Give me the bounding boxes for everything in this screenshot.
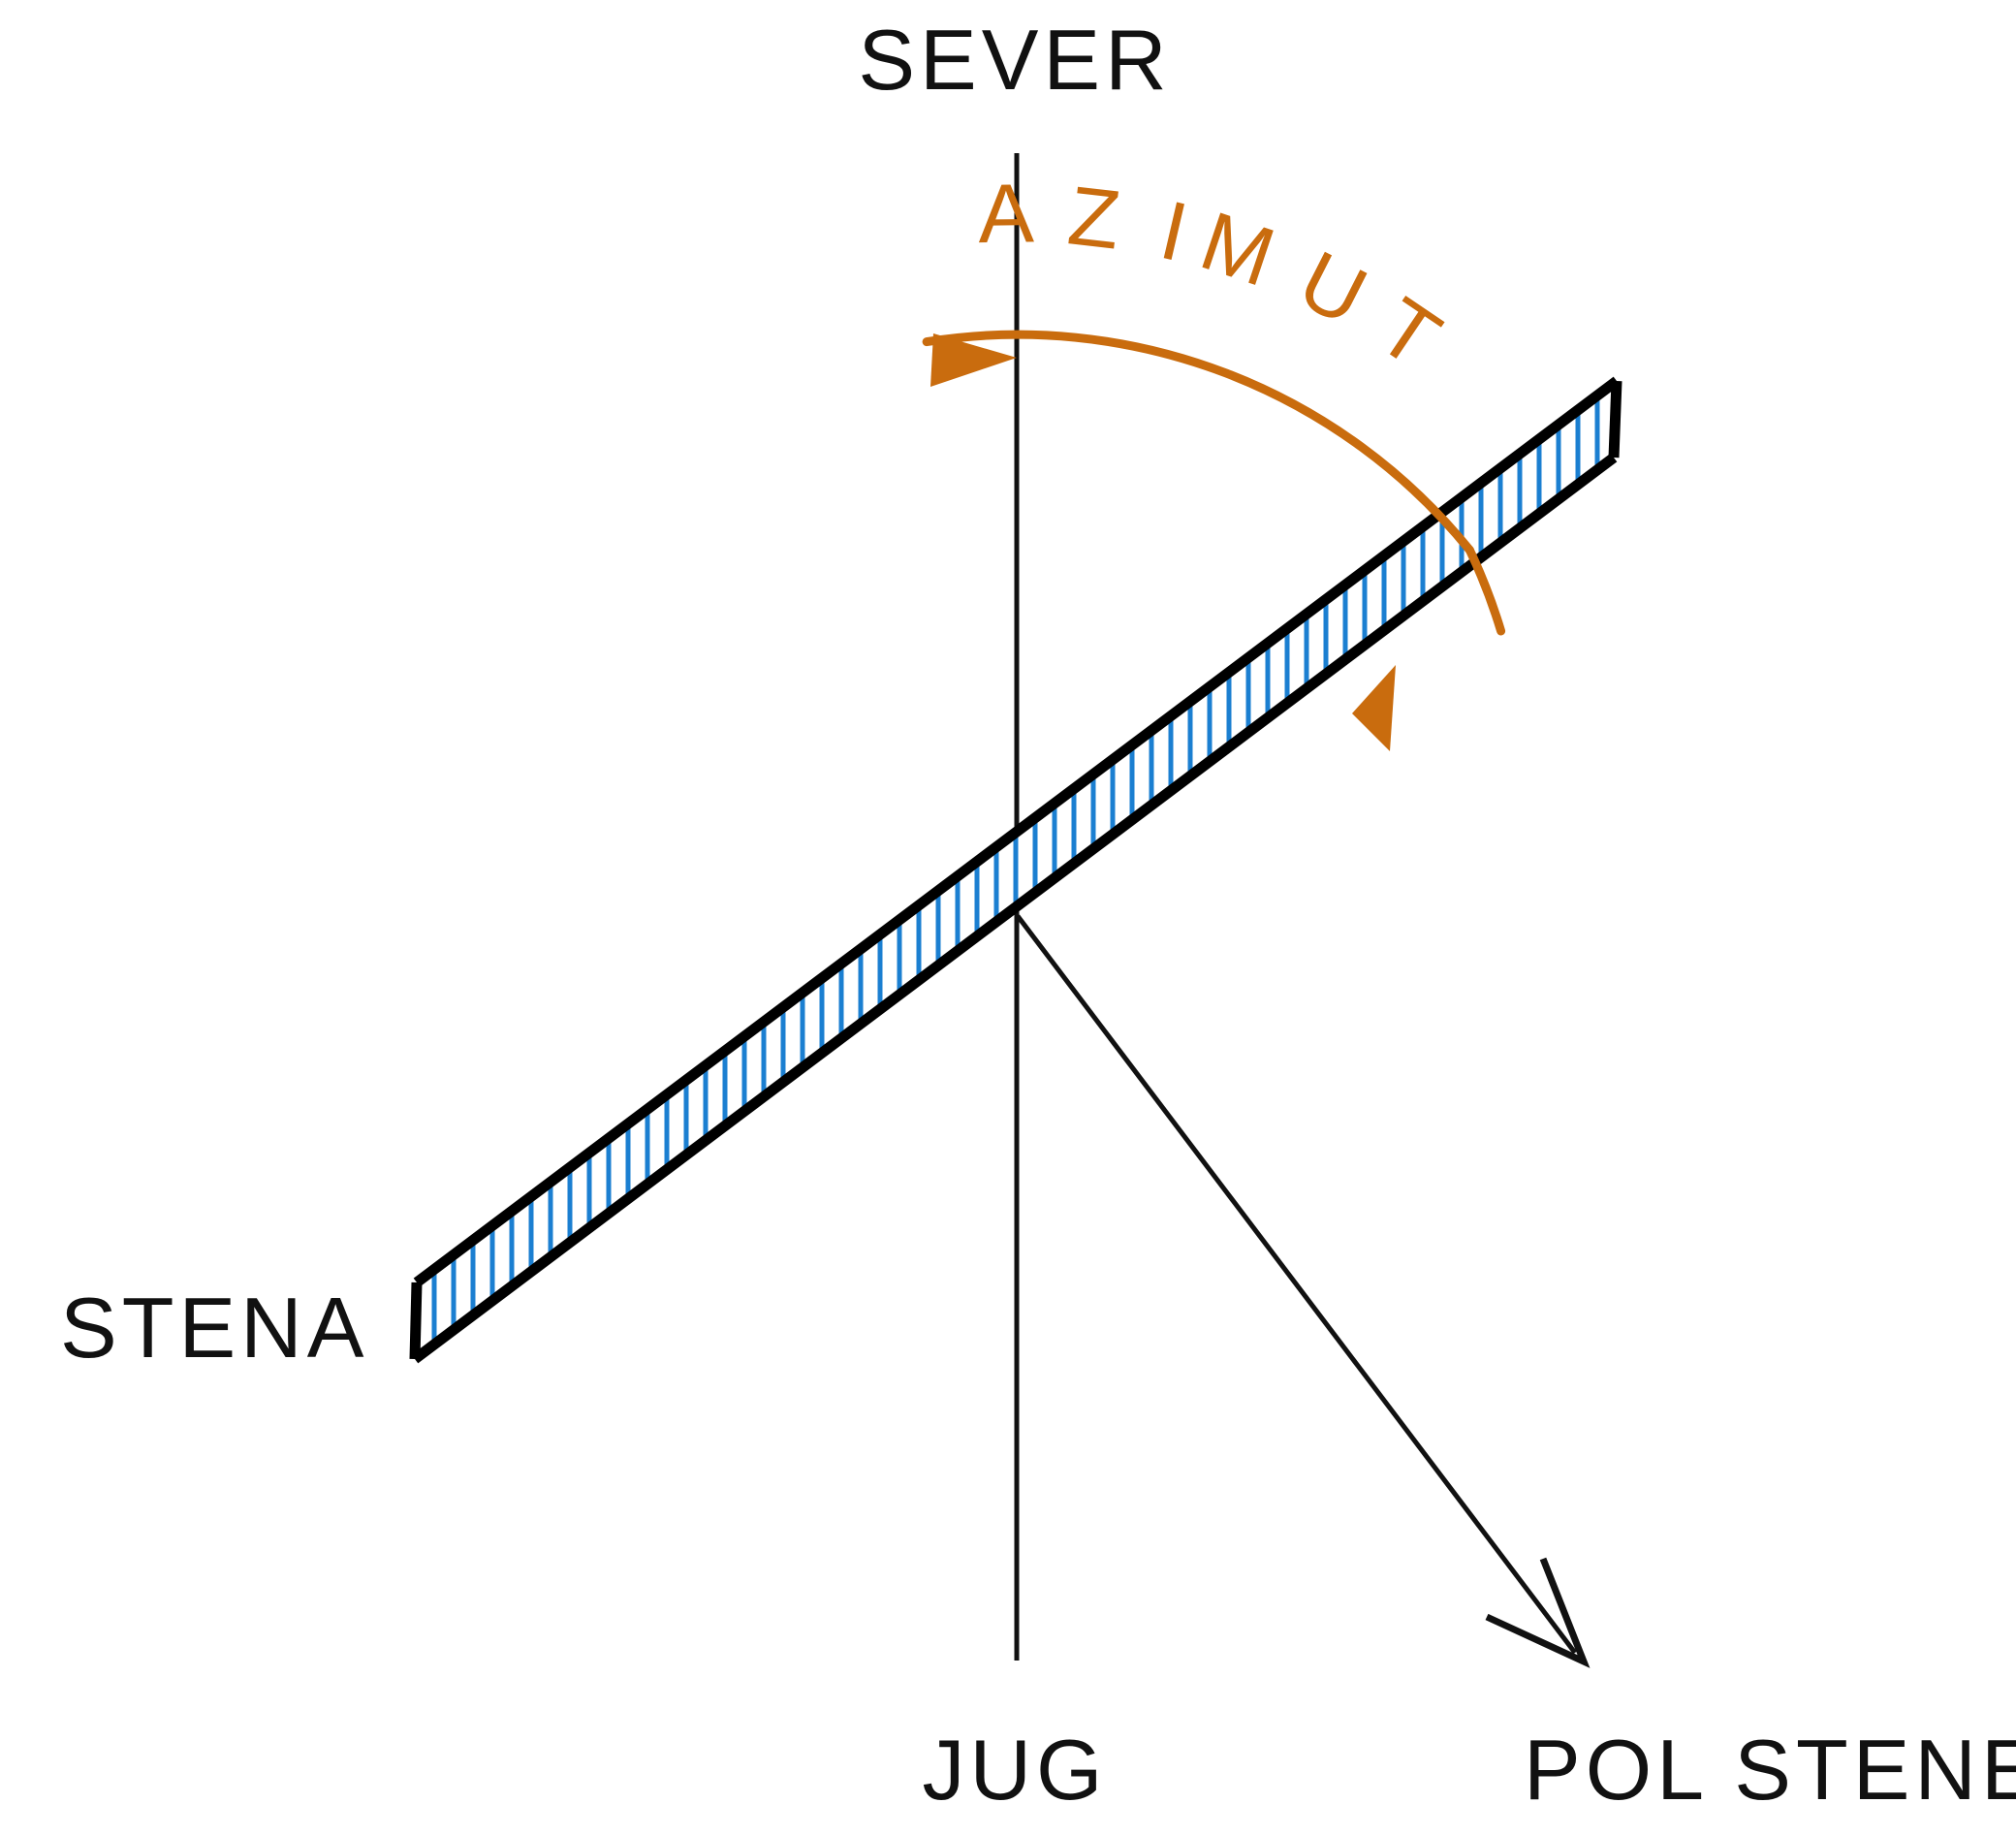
azimuth-arrowhead-end-icon: [1352, 665, 1396, 751]
label-wall-pole: POL STENE: [1524, 1722, 2016, 1818]
pole-arrow: [1016, 914, 1591, 1668]
azimuth-arrowhead-start-icon: [930, 333, 1017, 387]
pole-arrowhead-icon: [1485, 1557, 1591, 1668]
label-north: SEVER: [858, 12, 1171, 108]
pole-arrow-shaft: [1016, 914, 1577, 1655]
band-edge-bottom: [411, 453, 1618, 1364]
band-edge-top: [413, 376, 1621, 1287]
label-wall: STENA: [60, 1280, 368, 1376]
azimuth-arc-group: [922, 330, 1506, 751]
band-cap-right: [1608, 380, 1622, 459]
azimuth-letter: A: [978, 167, 1041, 261]
label-south: JUG: [923, 1722, 1108, 1818]
azimuth-arc-tail: [1465, 546, 1506, 636]
azimuth-letter: Z: [1063, 169, 1130, 268]
band-cap-left: [409, 1281, 423, 1360]
azimuth-arc: [922, 330, 1474, 554]
